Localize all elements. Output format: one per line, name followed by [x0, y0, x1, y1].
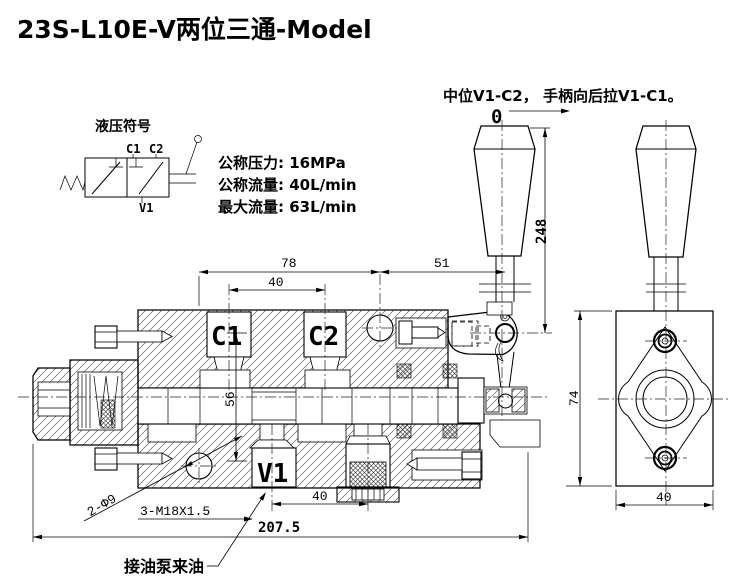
spring-symbol	[59, 175, 86, 192]
cam-finger	[495, 341, 504, 362]
annotation-note: 中位V1-C2， 手柄向后拉V1-C1。	[443, 87, 683, 105]
centerlines	[18, 120, 730, 512]
front-view: C1 C2 V1	[32, 125, 541, 503]
symbol-v1-label: V1	[139, 201, 153, 215]
body-bolt-right	[406, 449, 483, 481]
side-view	[615, 125, 714, 487]
seal	[396, 423, 412, 439]
clevis-arm	[508, 351, 515, 390]
flange-outline	[618, 326, 712, 472]
end-cap	[32, 359, 139, 446]
symbol-path-right	[138, 161, 164, 195]
plug-tip	[437, 327, 446, 338]
stem-joint	[479, 283, 531, 293]
hidden-plug-outline	[451, 320, 479, 347]
spool-collar	[147, 423, 197, 443]
symbol-c1-label: C1	[126, 142, 140, 156]
dimensions: 78 51 40 248 56 40 207.5 3-M18X1	[32, 127, 714, 576]
symbol-port-c1-stub	[109, 158, 123, 168]
side-body	[615, 310, 714, 487]
dim-40-side: 40	[656, 490, 672, 505]
spool-ball-end	[498, 393, 513, 409]
stem-collar	[486, 301, 513, 316]
thread-callout: 3-M18X1.5	[140, 504, 210, 519]
zero-arrow-head	[561, 108, 570, 114]
spool-groove	[252, 391, 296, 421]
spool-end-collar	[457, 377, 485, 424]
handle-knob	[473, 125, 536, 257]
spec-pressure: 公称压力: 16MPa	[218, 154, 346, 172]
port-c2-label: C2	[308, 322, 339, 352]
seal	[396, 363, 412, 379]
seal	[442, 423, 458, 439]
spool-collar	[199, 369, 251, 389]
port-c1-label: C1	[211, 322, 242, 352]
pump-note: 接油泵来油	[124, 557, 204, 576]
dim-56: 56	[223, 391, 238, 407]
holes-callout: 2-Φ9	[85, 491, 120, 520]
spec-flow: 公称流量: 40L/min	[218, 176, 357, 194]
symbol-box-right	[126, 157, 170, 198]
dim-248: 248	[534, 219, 550, 244]
handle-annotation: 中位V1-C2， 手柄向后拉V1-C1。 0	[443, 87, 683, 128]
spool-collar	[304, 369, 351, 389]
dim-74: 74	[567, 390, 582, 406]
mount-foot	[489, 419, 541, 448]
lever-symbol	[169, 141, 198, 184]
dim-40-top: 40	[268, 275, 284, 290]
symbol-port-c2-stub	[129, 158, 143, 168]
port-v1-label: V1	[257, 459, 288, 489]
cap-bolt-top	[94, 325, 173, 349]
dim-207-5: 207.5	[258, 520, 300, 536]
page-title: 23S-L10E-V两位三通-Model	[17, 15, 372, 44]
handle-zero-label: 0	[491, 106, 502, 128]
dim-51: 51	[434, 256, 450, 271]
spring-seat	[100, 399, 116, 429]
spec-block: 公称压力: 16MPa 公称流量: 40L/min 最大流量: 63L/min	[218, 154, 357, 216]
clevis-arm	[496, 353, 502, 390]
symbol-label: 液压符号	[95, 118, 151, 135]
lever-knob-symbol	[194, 135, 202, 143]
hydraulic-symbol: 液压符号 C1 C2 V1	[59, 118, 202, 215]
spool-lands	[167, 388, 439, 424]
cap-bolt-bottom	[94, 447, 173, 471]
port-v1-cavity	[251, 447, 297, 488]
spec-maxflow: 最大流量: 63L/min	[218, 198, 357, 216]
symbol-c2-label: C2	[149, 142, 163, 156]
seal	[442, 363, 458, 379]
spool	[137, 387, 459, 425]
spool-collar	[297, 423, 347, 443]
dim-78: 78	[281, 256, 297, 271]
lever-mechanism	[447, 125, 541, 448]
dim-40-bottom: 40	[312, 489, 328, 504]
